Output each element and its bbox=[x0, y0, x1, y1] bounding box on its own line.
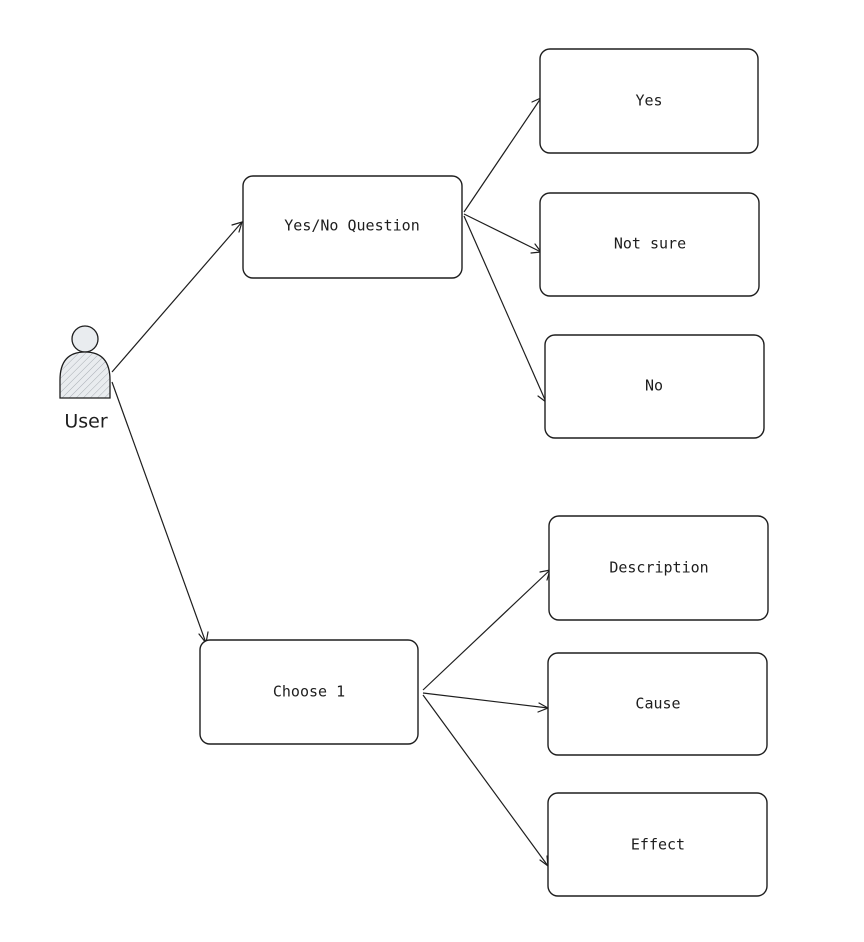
node-box-yes bbox=[539, 48, 759, 154]
node-label-yes-no-question: Yes/No Question bbox=[284, 217, 419, 235]
node-label-not-sure: Not sure bbox=[614, 235, 686, 253]
user-actor[interactable]: User bbox=[59, 325, 111, 433]
node-not-sure[interactable]: Not sure bbox=[539, 192, 760, 297]
arrowhead-yes-no-question bbox=[231, 221, 243, 233]
node-label-description: Description bbox=[609, 559, 708, 577]
edge-user-to-choose-1 bbox=[111, 381, 207, 644]
user-head-icon bbox=[71, 325, 99, 353]
user-icon bbox=[59, 351, 111, 399]
edge-question-to-not-sure bbox=[463, 213, 542, 253]
node-no[interactable]: No bbox=[544, 334, 765, 439]
edge-choose-to-description bbox=[422, 569, 551, 691]
node-yes[interactable]: Yes bbox=[539, 48, 759, 154]
node-label-no: No bbox=[645, 377, 663, 395]
node-cause[interactable]: Cause bbox=[547, 652, 768, 756]
node-box-yes-no-question bbox=[242, 175, 463, 279]
node-box-no bbox=[544, 334, 765, 439]
node-box-choose-1 bbox=[199, 639, 419, 745]
node-box-effect bbox=[547, 792, 768, 897]
user-label: User bbox=[64, 411, 107, 433]
node-choose-1[interactable]: Choose 1 bbox=[199, 639, 419, 745]
edges bbox=[111, 97, 551, 868]
edge-question-to-yes bbox=[463, 97, 542, 213]
edge-user-to-yes-no-question bbox=[111, 221, 243, 373]
node-box-cause bbox=[547, 652, 768, 756]
node-description[interactable]: Description bbox=[548, 515, 769, 621]
node-label-yes: Yes bbox=[635, 92, 662, 110]
node-label-choose-1: Choose 1 bbox=[273, 683, 345, 701]
edge-choose-to-cause bbox=[422, 692, 549, 709]
node-label-effect: Effect bbox=[631, 836, 685, 854]
node-label-cause: Cause bbox=[635, 695, 680, 713]
edge-question-to-no bbox=[463, 215, 547, 403]
node-effect[interactable]: Effect bbox=[547, 792, 768, 897]
edge-choose-to-effect bbox=[422, 694, 549, 867]
node-box-not-sure bbox=[539, 192, 760, 297]
node-box-description bbox=[548, 515, 769, 621]
node-yes-no-question[interactable]: Yes/No Question bbox=[242, 175, 463, 279]
